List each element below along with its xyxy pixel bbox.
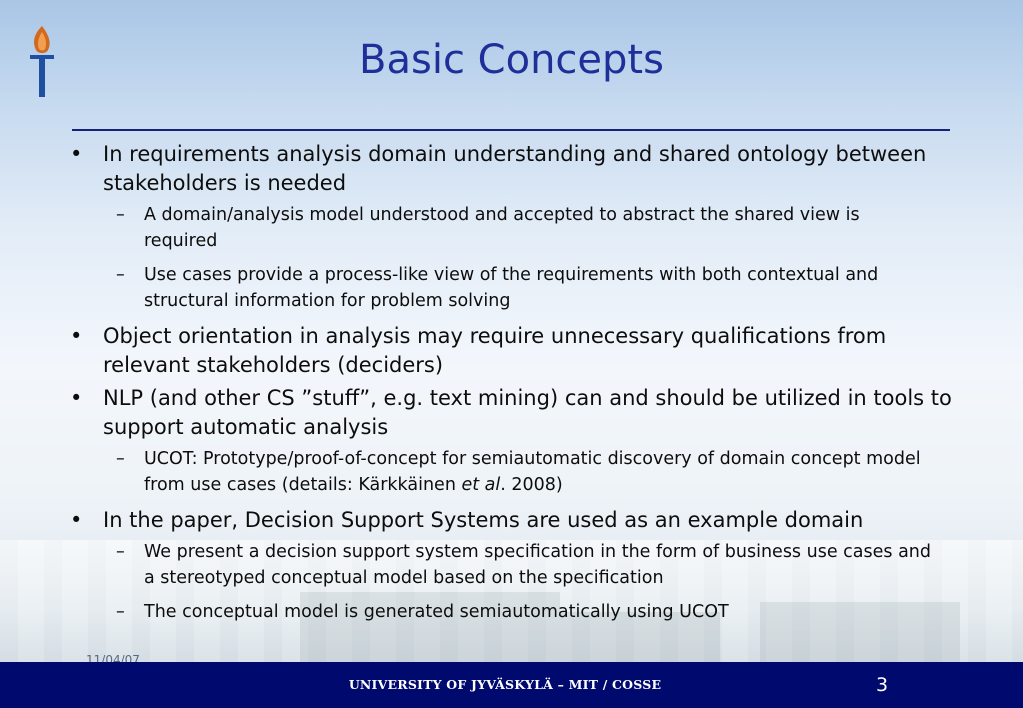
footer-bar: [0, 662, 1023, 708]
sub-bullet-item: – Use cases provide a process-like view …: [0, 262, 1023, 314]
bullet-marker: •: [70, 386, 83, 410]
sub-bullet-text: UCOT: Prototype/proof-of-concept for sem…: [144, 449, 921, 495]
title-divider: [72, 129, 950, 131]
sub-bullet-marker: –: [116, 449, 125, 469]
sub-bullet-text-after: . 2008): [500, 475, 563, 495]
page-number: 3: [875, 674, 889, 696]
footer-institution: UNIVERSITY OF JYVÄSKYLÄ – MIT / COSSE: [348, 677, 662, 692]
sub-bullet-marker: –: [116, 542, 125, 562]
sub-bullet-marker: –: [116, 602, 125, 622]
sub-bullet-item: – A domain/analysis model understood and…: [0, 202, 1023, 254]
sub-bullet-item: – UCOT: Prototype/proof-of-concept for s…: [0, 446, 1023, 498]
bullet-item: • In requirements analysis domain unders…: [0, 140, 1023, 198]
bullet-item: • NLP (and other CS ”stuff”, e.g. text m…: [0, 384, 1023, 442]
sub-bullet-text: A domain/analysis model understood and a…: [144, 205, 860, 251]
sub-bullet-marker: –: [116, 205, 125, 225]
slide-content: • In requirements analysis domain unders…: [0, 140, 1023, 633]
bullet-text: NLP (and other CS ”stuff”, e.g. text min…: [103, 386, 952, 439]
bullet-text: In the paper, Decision Support Systems a…: [103, 508, 864, 532]
bullet-marker: •: [70, 324, 83, 348]
sub-bullet-item: – The conceptual model is generated semi…: [0, 599, 1023, 625]
slide-title: Basic Concepts: [359, 37, 664, 83]
bullet-text: In requirements analysis domain understa…: [103, 142, 927, 195]
bullet-marker: •: [70, 142, 83, 166]
background-photo: [0, 540, 1023, 662]
sub-bullet-marker: –: [116, 265, 125, 285]
sub-bullet-text: The conceptual model is generated semiau…: [144, 602, 729, 622]
sub-bullet-text-before: UCOT: Prototype/proof-of-concept for sem…: [144, 449, 921, 495]
sub-bullet-text: Use cases provide a process-like view of…: [144, 265, 879, 311]
bullet-text: Object orientation in analysis may requi…: [103, 324, 887, 377]
bullet-item: • Object orientation in analysis may req…: [0, 322, 1023, 380]
bullet-item: • In the paper, Decision Support Systems…: [0, 506, 1023, 535]
torch-logo-icon: [24, 24, 60, 100]
sub-bullet-item: – We present a decision support system s…: [0, 539, 1023, 591]
sub-bullet-text: We present a decision support system spe…: [144, 542, 931, 588]
sub-bullet-text-italic: et al: [461, 475, 501, 495]
bullet-marker: •: [70, 508, 83, 532]
